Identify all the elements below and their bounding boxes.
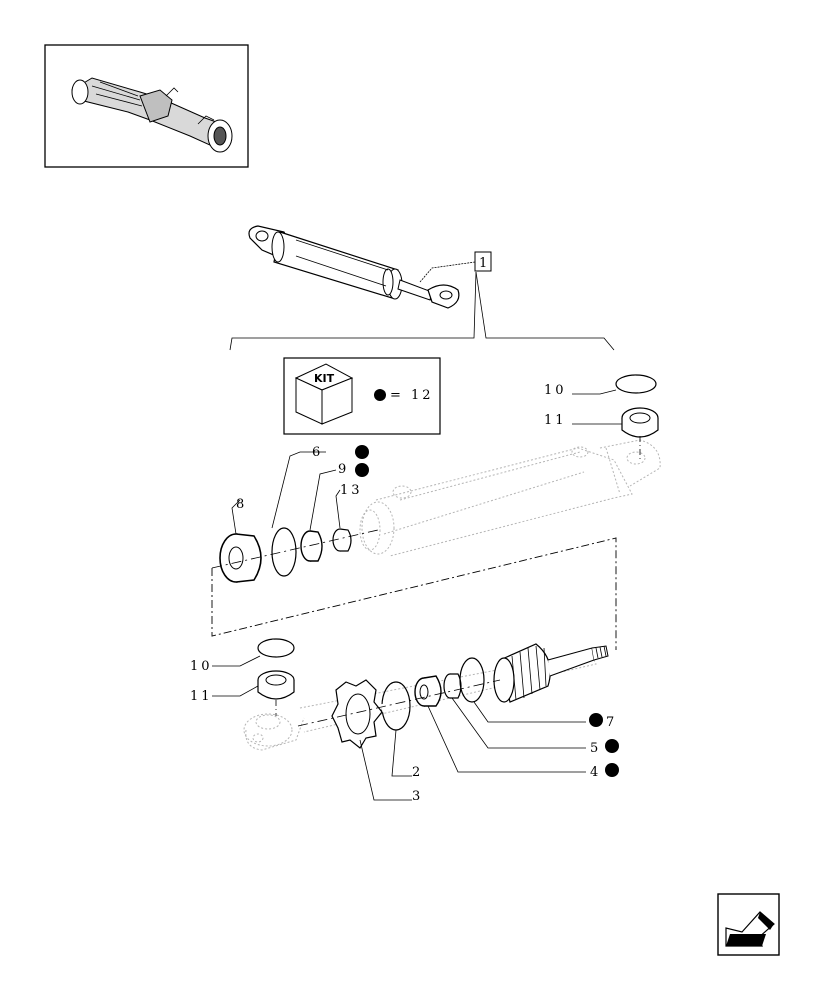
callout-6: 6	[312, 445, 323, 460]
cylinder-assembly[interactable]	[248, 225, 460, 309]
wiper-seal-13[interactable]	[332, 528, 352, 552]
kit-bullet	[374, 389, 386, 401]
bushing-bottom[interactable]	[257, 670, 295, 700]
piston[interactable]	[493, 643, 609, 703]
callout-8: 8	[236, 497, 247, 512]
kit-equals-label: = 12	[390, 388, 434, 403]
callout-7: 7	[606, 715, 617, 730]
next-page-arrow-icon[interactable]	[717, 893, 780, 956]
piston-rod-ghost	[243, 651, 597, 751]
callout-5: 5	[590, 741, 601, 756]
callout-11-top: 11	[544, 413, 567, 428]
callout-7-bullet	[589, 713, 603, 727]
callout-13: 13	[340, 483, 363, 498]
axle-thumbnail-icon[interactable]	[44, 44, 249, 168]
callout-4: 4	[590, 765, 601, 780]
seal-4[interactable]	[414, 675, 442, 707]
callout-3: 3	[412, 789, 423, 804]
backup-ring-9[interactable]	[300, 530, 323, 562]
callout-10-top: 10	[544, 383, 567, 398]
o-ring-7[interactable]	[459, 657, 485, 703]
callout-11-bottom: 11	[190, 689, 213, 704]
o-ring-6[interactable]	[271, 527, 297, 577]
callout-9-bullet	[355, 463, 369, 477]
kit-badge-text: KIT	[314, 372, 335, 385]
kit-box-icon: KIT	[294, 363, 354, 425]
callout-2: 2	[412, 765, 423, 780]
bushing-top[interactable]	[621, 407, 659, 438]
snap-ring-top[interactable]	[615, 374, 657, 394]
callout-6-bullet	[355, 445, 369, 459]
callout-4-bullet	[605, 763, 619, 777]
snap-ring-bottom[interactable]	[257, 638, 295, 658]
callout-10-bottom: 10	[190, 659, 213, 674]
lock-washer-3[interactable]	[331, 679, 383, 749]
callout-5-bullet	[605, 739, 619, 753]
callout-1-label: 1	[479, 256, 490, 271]
callout-9: 9	[338, 462, 349, 477]
ring-5[interactable]	[443, 673, 462, 699]
callout-box-1[interactable]: 1	[474, 251, 492, 272]
